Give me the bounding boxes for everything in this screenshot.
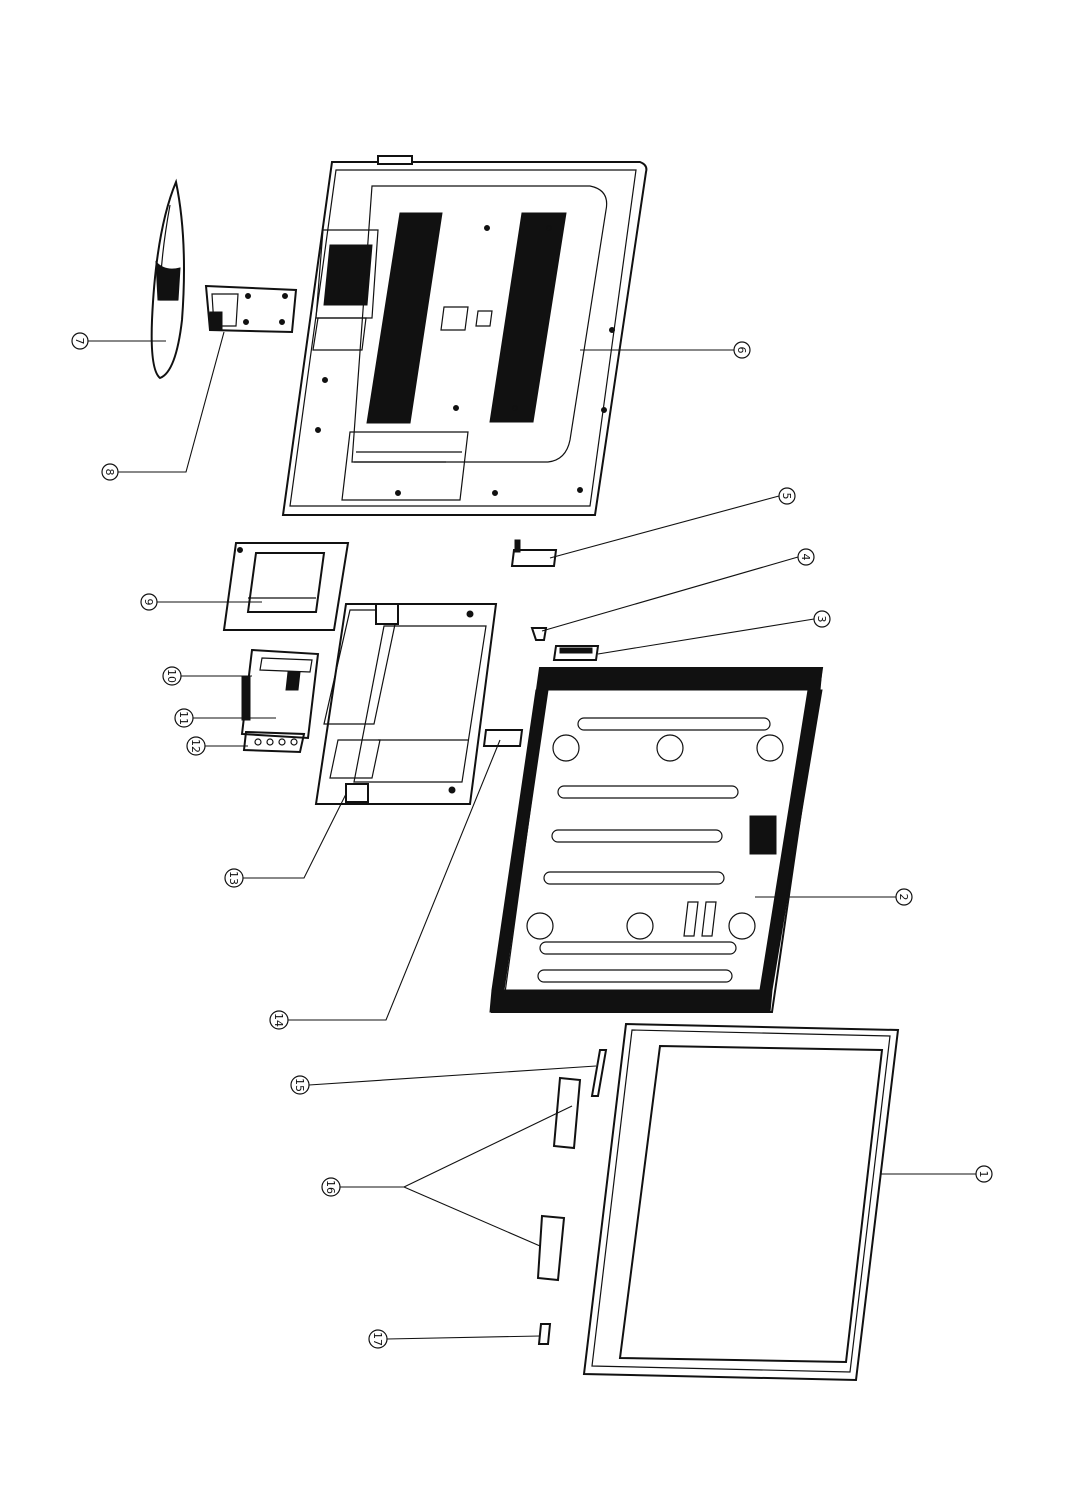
callout-16: 16 [322, 1178, 340, 1196]
svg-text:16: 16 [324, 1180, 337, 1194]
callout-17: 17 [369, 1330, 387, 1348]
callout-1: 1 [976, 1166, 992, 1182]
callout-6: 6 [734, 342, 750, 358]
callout-3: 3 [814, 611, 830, 627]
callout-13: 13 [225, 869, 243, 887]
callout-7: 7 [72, 333, 88, 349]
svg-text:11: 11 [177, 711, 190, 725]
bracket-5 [512, 540, 556, 566]
callout-8: 8 [102, 464, 118, 480]
svg-text:7: 7 [73, 338, 86, 345]
callout-14: 14 [270, 1011, 288, 1029]
speaker-bottom [538, 1216, 564, 1280]
svg-text:2: 2 [897, 894, 910, 901]
svg-text:4: 4 [799, 554, 812, 561]
callout-12: 12 [187, 737, 205, 755]
front-bezel [584, 1024, 898, 1380]
button-17 [539, 1324, 550, 1344]
svg-text:8: 8 [103, 469, 116, 476]
callout-11: 11 [175, 709, 193, 727]
chassis-frame [316, 604, 496, 804]
svg-text:12: 12 [189, 739, 202, 753]
svg-text:15: 15 [293, 1078, 306, 1092]
stand-neck [206, 286, 296, 332]
svg-text:9: 9 [142, 599, 155, 606]
strip-15 [592, 1050, 606, 1096]
callout-2: 2 [896, 889, 912, 905]
svg-text:5: 5 [780, 493, 793, 500]
callout-4: 4 [798, 549, 814, 565]
svg-text:3: 3 [815, 616, 828, 623]
svg-text:6: 6 [735, 347, 748, 354]
stand-base [152, 182, 184, 378]
callout-15: 15 [291, 1076, 309, 1094]
svg-text:14: 14 [272, 1013, 285, 1027]
back-cover [283, 156, 646, 515]
callout-5: 5 [779, 488, 795, 504]
callout-9: 9 [141, 594, 157, 610]
bracket-14 [484, 730, 522, 746]
clip-4 [532, 628, 546, 640]
svg-text:17: 17 [371, 1332, 384, 1346]
power-board [224, 543, 348, 630]
main-board [242, 650, 318, 738]
middle-frame [490, 668, 822, 1012]
callout-10: 10 [163, 667, 181, 685]
svg-text:10: 10 [165, 669, 178, 683]
connector-3 [554, 646, 598, 660]
svg-text:1: 1 [977, 1171, 990, 1178]
svg-text:13: 13 [227, 871, 240, 885]
